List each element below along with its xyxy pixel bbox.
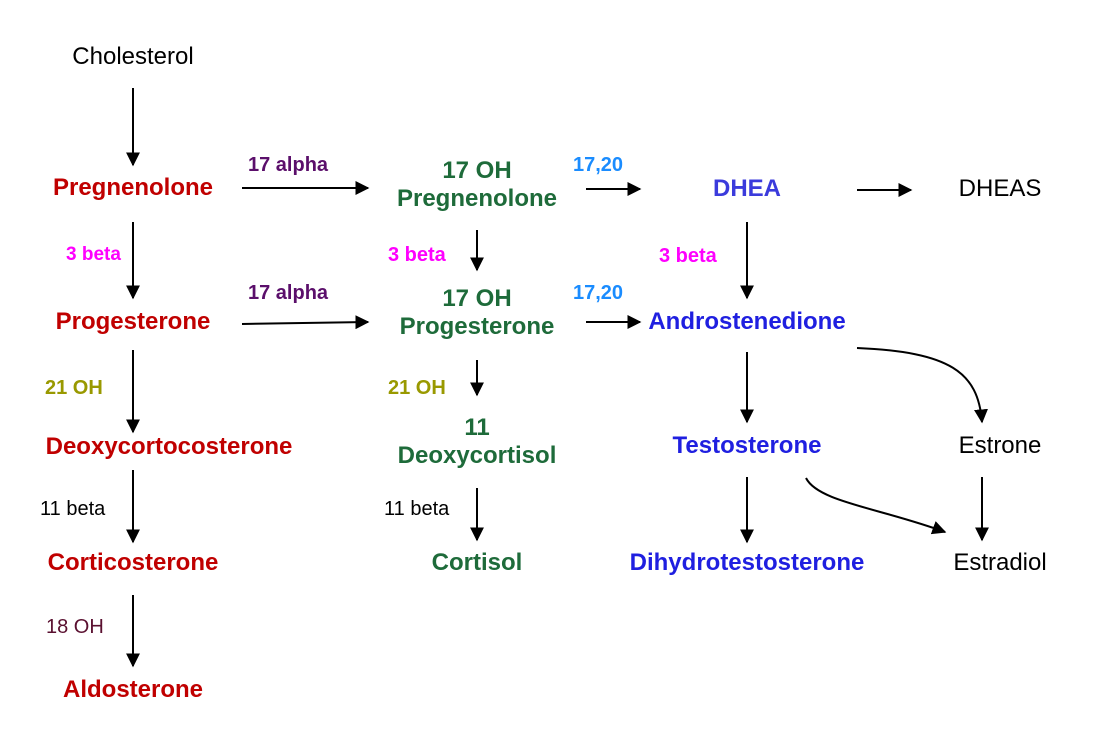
enzyme-17-alpha-mid: 17 alpha [248,282,329,304]
enzyme-21-oh-left: 21 OH [45,377,103,399]
node-17oh-pregnenolone-line1: 17 OH [442,157,512,184]
node-progesterone: Progesterone [55,308,211,335]
node-17oh-pregnenolone-line2: Pregnenolone [396,184,558,212]
arrow-progesterone-17oh-progesterone [241,315,370,330]
node-dheas: DHEAS [958,175,1042,202]
enzyme-17-20-top: 17,20 [573,154,624,176]
node-cortisol: Cortisol [431,549,523,576]
node-estrone: Estrone [958,432,1042,459]
node-17oh-progesterone-line2: Progesterone [399,312,555,340]
node-17oh-progesterone: 17 OH Progesterone [400,285,555,340]
node-17oh-progesterone-line1: 17 OH [442,285,512,312]
node-17oh-pregnenolone: 17 OH Pregnenolone [397,157,557,212]
enzyme-3-beta-left: 3 beta [66,244,121,265]
enzyme-18-oh: 18 OH [46,616,104,638]
node-dihydrotestosterone: Dihydrotestosterone [629,549,865,576]
node-deoxycorticosterone: Deoxycortocosterone [45,433,293,460]
node-11-deoxycortisol-line2: Deoxycortisol [397,441,557,469]
node-pregnenolone: Pregnenolone [52,174,214,201]
enzyme-3-beta-right: 3 beta [659,245,717,267]
node-testosterone: Testosterone [672,432,822,459]
node-aldosterone: Aldosterone [62,676,204,703]
enzyme-11-beta-left: 11 beta [40,498,106,520]
enzyme-17-20-mid: 17,20 [573,282,624,304]
node-11-deoxycortisol-line1: 11 [464,414,490,441]
node-corticosterone: Corticosterone [47,549,219,576]
arrow-testosterone-estradiol [805,477,947,535]
enzyme-3-beta-center: 3 beta [388,244,446,266]
enzyme-11-beta-center: 11 beta [384,498,450,520]
node-cholesterol: Cholesterol [72,43,194,70]
enzyme-21-oh-center: 21 OH [388,377,446,399]
enzyme-17-alpha-top: 17 alpha [248,154,329,176]
node-11-deoxycortisol: 11 Deoxycortisol [398,414,557,469]
node-dhea: DHEA [712,175,782,202]
node-androstenedione: Androstenedione [648,308,846,335]
arrow-androstenedione-estrone [856,347,988,424]
node-estradiol: Estradiol [953,549,1047,576]
